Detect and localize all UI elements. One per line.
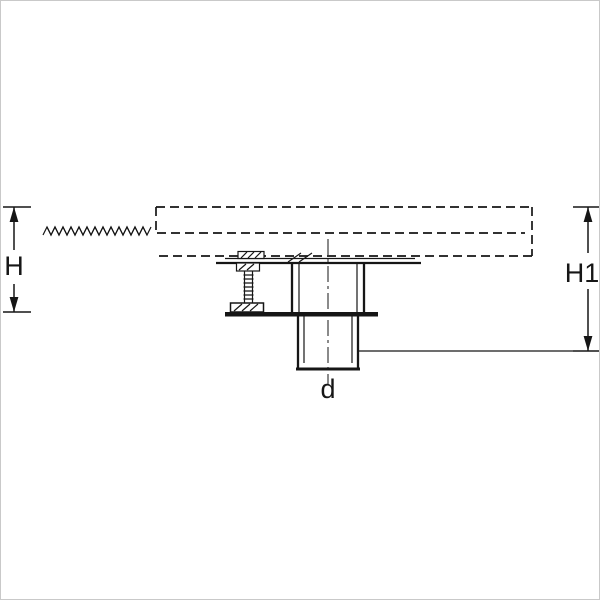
dim-label-d: d xyxy=(320,374,335,404)
grate-hatch-marks xyxy=(287,252,313,263)
dimension-h1: H1 xyxy=(565,206,600,352)
dim-h-arrow-down-icon xyxy=(9,297,19,312)
adjusting-nut-hatch xyxy=(238,263,255,271)
dim-label-h: H xyxy=(4,251,24,281)
floor-level-dashed-outline xyxy=(155,206,533,257)
dimension-h: H xyxy=(3,206,31,313)
dim-h1-arrow-up-icon xyxy=(583,207,593,222)
adjusting-nut xyxy=(235,262,261,272)
dim-h-arrow-up-icon xyxy=(9,207,19,222)
pipe-outer-walls xyxy=(296,316,360,369)
drain-assembly xyxy=(216,250,421,371)
body-inner-walls xyxy=(298,263,358,312)
adjustable-foot xyxy=(229,262,265,313)
screw-head-hatch xyxy=(240,251,262,259)
pipe-inner-walls xyxy=(303,316,353,363)
dim-h1-arrow-down-icon xyxy=(583,336,593,351)
base-plate xyxy=(225,312,378,317)
floor-surface-hatch xyxy=(42,225,152,237)
foot-hatch xyxy=(233,303,259,312)
rod-threads xyxy=(243,274,254,300)
foot-base xyxy=(229,302,265,313)
dim-label-h1: H1 xyxy=(565,258,600,288)
body-outer-walls xyxy=(290,263,366,312)
hatch-zigzag-lower xyxy=(46,225,152,237)
